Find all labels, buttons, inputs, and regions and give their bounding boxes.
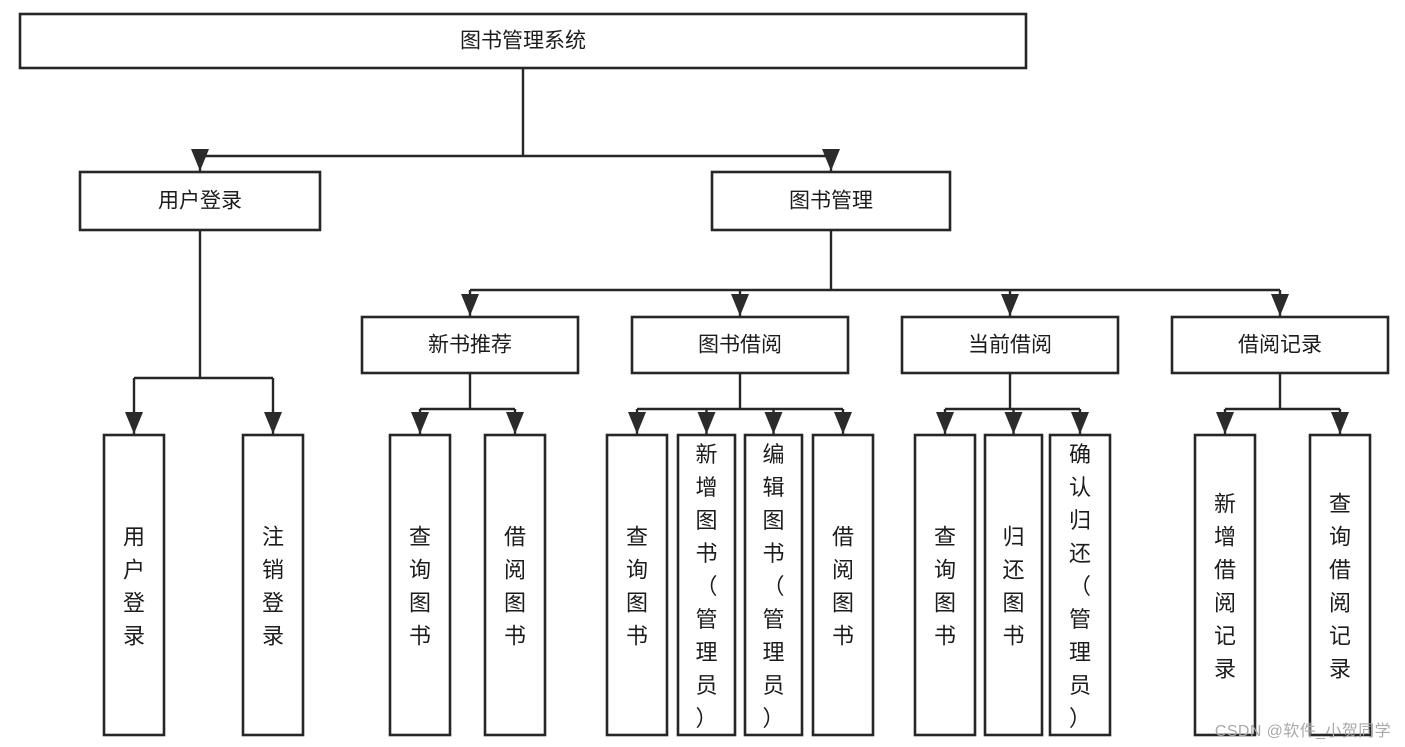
node-label-root: 图书管理系统 <box>460 30 586 53</box>
arrow-head-icon <box>1216 412 1234 434</box>
node-box-edit-book-admin <box>743 433 804 737</box>
arrow-head-icon <box>1004 412 1023 434</box>
node-box-book-borrow <box>630 315 850 375</box>
nodes-layer: 图书管理系统用户登录用户登录注销登录图书管理新书推荐查询图书借阅图书图书借阅查询… <box>18 12 1390 737</box>
node-box-borrow-record <box>1170 315 1390 375</box>
node-label-query-book-3: 查询图书 <box>934 525 956 649</box>
node-user-login[interactable]: 用户登录 <box>78 170 322 232</box>
arrow-head-icon <box>506 412 524 434</box>
node-box-borrow-book-1 <box>483 433 547 737</box>
arrow-head-icon <box>191 149 209 171</box>
node-borrow-book-1[interactable]: 借阅图书 <box>483 433 547 737</box>
node-add-book-admin[interactable]: 新增图书（管理员） <box>676 433 737 737</box>
node-query-book-3[interactable]: 查询图书 <box>913 433 977 737</box>
node-user-logout[interactable]: 注销登录 <box>241 433 305 737</box>
node-box-add-borrow-record <box>1193 433 1257 737</box>
node-edit-book-admin[interactable]: 编辑图书（管理员） <box>743 433 804 737</box>
arrow-head-icon <box>628 412 646 434</box>
arrow-head-icon <box>697 412 716 434</box>
node-confirm-return-admin[interactable]: 确认归还（管理员） <box>1048 433 1112 737</box>
node-label-user-logout: 注销登录 <box>262 525 284 649</box>
arrow-head-icon <box>411 412 429 434</box>
node-label-add-borrow-record: 新增借阅记录 <box>1214 492 1236 682</box>
node-book-manage[interactable]: 图书管理 <box>710 170 952 232</box>
arrow-head-icon <box>1071 412 1089 434</box>
node-box-borrow-book-2 <box>811 433 875 737</box>
node-query-book-2[interactable]: 查询图书 <box>605 433 669 737</box>
node-box-current-borrow <box>900 315 1120 375</box>
node-box-user-login-do <box>102 433 166 737</box>
node-label-return-book: 归还图书 <box>1002 525 1024 649</box>
arrow-head-icon <box>1331 412 1349 434</box>
node-box-return-book <box>983 433 1044 737</box>
node-box-new-book-recommend <box>360 315 580 375</box>
node-add-borrow-record[interactable]: 新增借阅记录 <box>1193 433 1257 737</box>
arrow-head-icon <box>936 412 954 434</box>
node-box-book-manage <box>710 170 952 232</box>
node-label-query-borrow-record: 查询借阅记录 <box>1329 492 1351 682</box>
node-query-borrow-record[interactable]: 查询借阅记录 <box>1308 433 1372 737</box>
node-label-confirm-return-admin: 确认归还（管理员） <box>1069 442 1091 731</box>
node-label-borrow-record: 借阅记录 <box>1238 334 1322 357</box>
node-box-user-logout <box>241 433 305 737</box>
node-borrow-book-2[interactable]: 借阅图书 <box>811 433 875 737</box>
node-new-book-recommend[interactable]: 新书推荐 <box>360 315 580 375</box>
arrow-head-icon <box>1001 294 1019 316</box>
node-root[interactable]: 图书管理系统 <box>18 12 1028 70</box>
node-box-root <box>18 12 1028 70</box>
edges-layer <box>125 68 1349 434</box>
node-label-user-login-do: 用户登录 <box>123 525 145 649</box>
node-book-borrow[interactable]: 图书借阅 <box>630 315 850 375</box>
node-label-query-book-2: 查询图书 <box>626 525 648 649</box>
arrow-head-icon <box>834 412 852 434</box>
arrow-head-icon <box>125 412 143 434</box>
node-query-book-1[interactable]: 查询图书 <box>388 433 452 737</box>
node-box-query-borrow-record <box>1308 433 1372 737</box>
node-label-current-borrow: 当前借阅 <box>968 334 1052 357</box>
node-label-user-login: 用户登录 <box>158 190 242 213</box>
node-label-book-manage: 图书管理 <box>789 190 873 213</box>
node-borrow-record[interactable]: 借阅记录 <box>1170 315 1390 375</box>
node-box-confirm-return-admin <box>1048 433 1112 737</box>
node-label-borrow-book-1: 借阅图书 <box>504 525 526 649</box>
node-current-borrow[interactable]: 当前借阅 <box>900 315 1120 375</box>
arrow-head-icon <box>461 294 479 316</box>
node-box-query-book-3 <box>913 433 977 737</box>
node-label-add-book-admin: 新增图书（管理员） <box>695 442 717 731</box>
node-box-query-book-2 <box>605 433 669 737</box>
node-label-new-book-recommend: 新书推荐 <box>428 334 512 357</box>
node-box-add-book-admin <box>676 433 737 737</box>
node-return-book[interactable]: 归还图书 <box>983 433 1044 737</box>
node-label-query-book-1: 查询图书 <box>409 525 431 649</box>
arrow-head-icon <box>764 412 783 434</box>
node-label-edit-book-admin: 编辑图书（管理员） <box>762 442 784 731</box>
node-user-login-do[interactable]: 用户登录 <box>102 433 166 737</box>
arrow-head-icon <box>264 412 282 434</box>
node-label-book-borrow: 图书借阅 <box>698 334 782 357</box>
arrow-head-icon <box>731 294 749 316</box>
node-box-user-login <box>78 170 322 232</box>
arrow-head-icon <box>1271 294 1289 316</box>
node-label-borrow-book-2: 借阅图书 <box>832 525 854 649</box>
node-box-query-book-1 <box>388 433 452 737</box>
arrow-head-icon <box>822 149 840 171</box>
